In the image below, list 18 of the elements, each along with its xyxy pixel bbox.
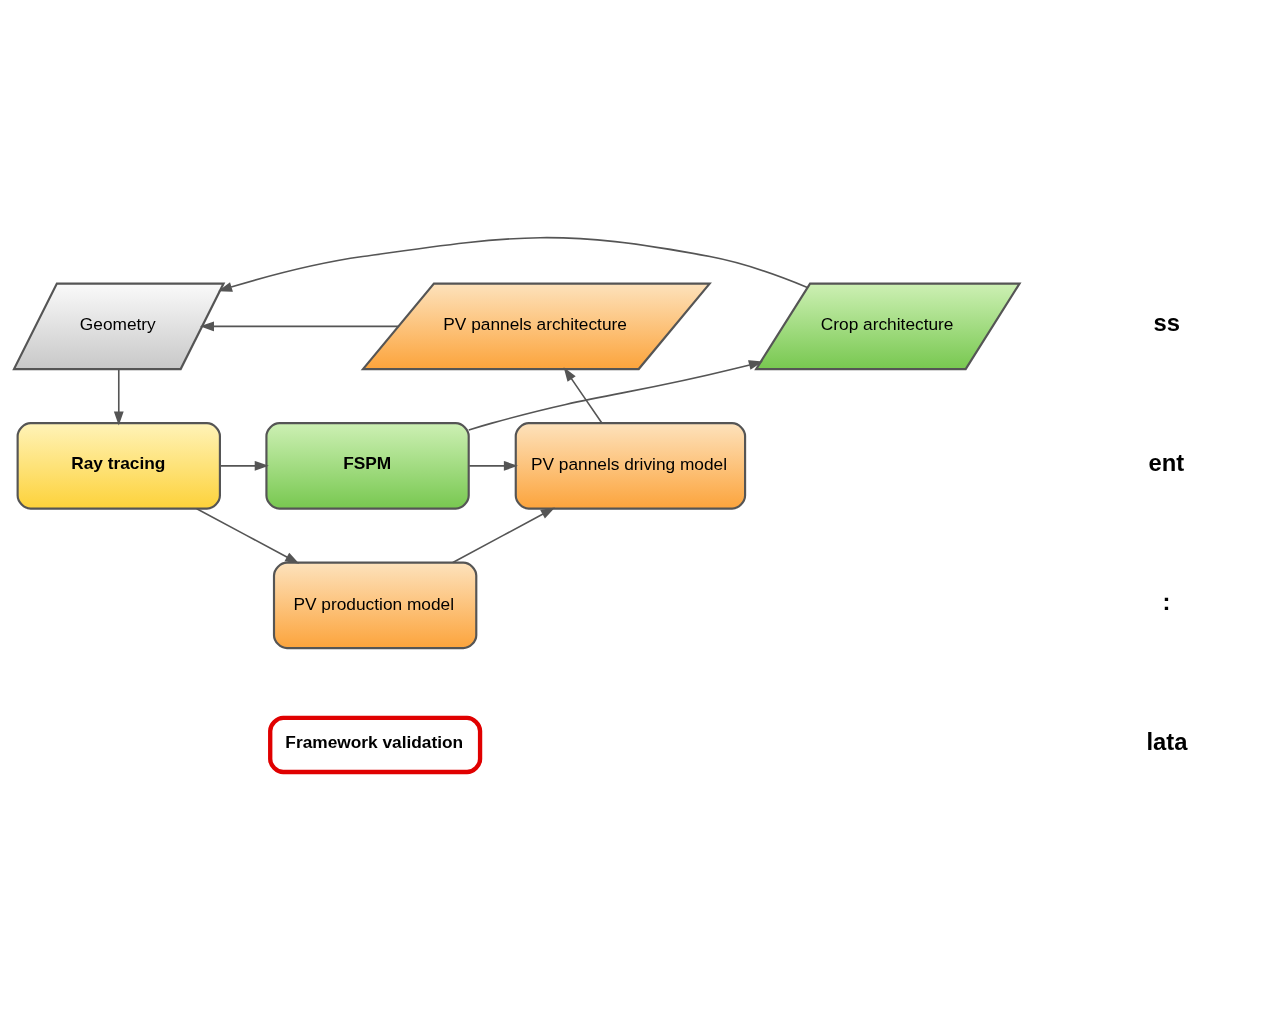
arrow [467,460,518,471]
node-box: Framework validation [267,715,482,774]
arrow [219,460,269,471]
arrow [451,507,555,563]
arrow [467,359,763,431]
arrow [217,236,808,292]
label: lata [1145,727,1187,755]
label: : [1162,587,1171,615]
arrow [195,507,299,564]
arrow [113,368,124,426]
label: ent [1148,448,1184,476]
node-box: PV production model [272,561,477,649]
node-box: PV pannels driving model [514,421,746,510]
node-box: FSPM [264,421,470,510]
label: ss [1152,308,1180,336]
arrow [199,320,399,331]
node-box: Ray tracing [16,421,221,510]
arrow [563,366,603,424]
